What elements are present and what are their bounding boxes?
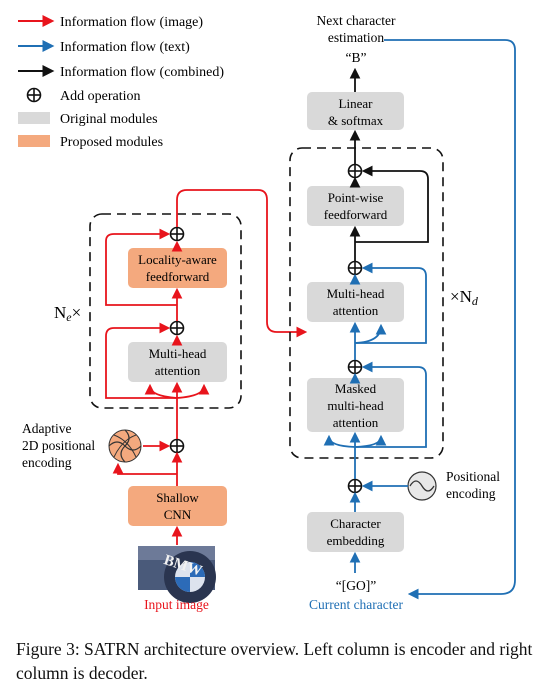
decoder-text-flow xyxy=(323,39,516,600)
encoder-mha-line2: attention xyxy=(155,363,201,378)
input-image-label: Input image xyxy=(144,597,209,612)
decoder-multi-head-attention-module xyxy=(307,282,404,322)
locality-line2: feedforward xyxy=(146,269,210,284)
legend-original-swatch xyxy=(18,112,50,124)
decoder-repeat-label: ×Nd xyxy=(450,287,479,308)
pos-line1: Positional xyxy=(446,469,500,484)
go-token: “[GO]” xyxy=(336,578,376,593)
positional-encoding-icon xyxy=(407,471,437,501)
linear-line1: Linear xyxy=(339,96,374,111)
linear-line2: & softmax xyxy=(328,113,384,128)
masked-line2: multi-head xyxy=(327,398,384,413)
pos-line2: encoding xyxy=(446,486,496,501)
pw-line2: feedforward xyxy=(324,207,388,222)
linear-softmax-module xyxy=(307,92,404,130)
locality-aware-feedforward-module xyxy=(128,248,227,288)
legend: Information flow (image) Information flo… xyxy=(18,15,224,150)
pointwise-feedforward-module xyxy=(307,186,404,226)
current-character-label: Current character xyxy=(309,597,404,612)
pw-line1: Point-wise xyxy=(328,190,384,205)
decoder-combined-flow xyxy=(349,67,429,261)
legend-proposed-swatch xyxy=(18,135,50,147)
encoder-repeat-label: Ne× xyxy=(54,303,81,324)
adaptive-line2: 2D positional xyxy=(22,438,95,453)
figure-caption: Figure 3: SATRN architecture overview. L… xyxy=(16,639,533,683)
legend-image-label: Information flow (image) xyxy=(60,15,203,30)
output-character: “B” xyxy=(346,50,367,65)
encoder-image-flow xyxy=(105,189,308,545)
adaptive-line3: encoding xyxy=(22,455,72,470)
cnn-line2: CNN xyxy=(164,507,192,522)
shallow-cnn-module xyxy=(128,486,227,526)
encoder-add-mid-icon xyxy=(169,320,185,336)
masked-line1: Masked xyxy=(335,381,377,396)
encoder-mha-line1: Multi-head xyxy=(149,346,207,361)
decoder-block-border xyxy=(289,147,444,459)
next-line2: estimation xyxy=(328,30,384,45)
input-image: BMW xyxy=(138,546,216,603)
decoder-add-top-icon xyxy=(347,163,363,179)
adaptive-positional-encoding-icon xyxy=(108,429,142,463)
decoder-add-bottom-icon xyxy=(347,478,363,494)
encoder-add-bottom-icon xyxy=(169,438,185,454)
emb-line1: Character xyxy=(330,516,381,531)
encoder-multi-head-attention-module xyxy=(128,342,227,382)
legend-proposed-label: Proposed modules xyxy=(60,135,163,150)
next-line1: Next character xyxy=(316,13,396,28)
legend-add-label: Add operation xyxy=(60,89,140,104)
decoder-add-mid-icon xyxy=(347,260,363,276)
locality-line1: Locality-aware xyxy=(138,252,217,267)
character-embedding-module xyxy=(307,512,404,552)
encoder-add-top-icon xyxy=(169,226,185,242)
legend-combined-label: Information flow (combined) xyxy=(60,65,224,80)
decoder: ×Nd Next character estimation “B” Linear… xyxy=(289,13,516,612)
decoder-add-low-icon xyxy=(347,359,363,375)
decoder-mha-line1: Multi-head xyxy=(327,286,385,301)
architecture-diagram: Information flow (image) Information flo… xyxy=(18,13,516,612)
emb-line2: embedding xyxy=(327,533,385,548)
masked-line3: attention xyxy=(333,415,379,430)
legend-add-icon xyxy=(26,87,42,103)
encoder-block-border xyxy=(89,213,242,409)
legend-original-label: Original modules xyxy=(60,112,158,127)
legend-text-label: Information flow (text) xyxy=(60,40,190,55)
cnn-line1: Shallow xyxy=(156,490,199,505)
encoder: Ne× Locality-aware feedforward Multi-hea… xyxy=(22,189,308,612)
adaptive-line1: Adaptive xyxy=(22,421,72,436)
decoder-mha-line2: attention xyxy=(333,303,379,318)
masked-multi-head-attention-module xyxy=(307,378,404,432)
